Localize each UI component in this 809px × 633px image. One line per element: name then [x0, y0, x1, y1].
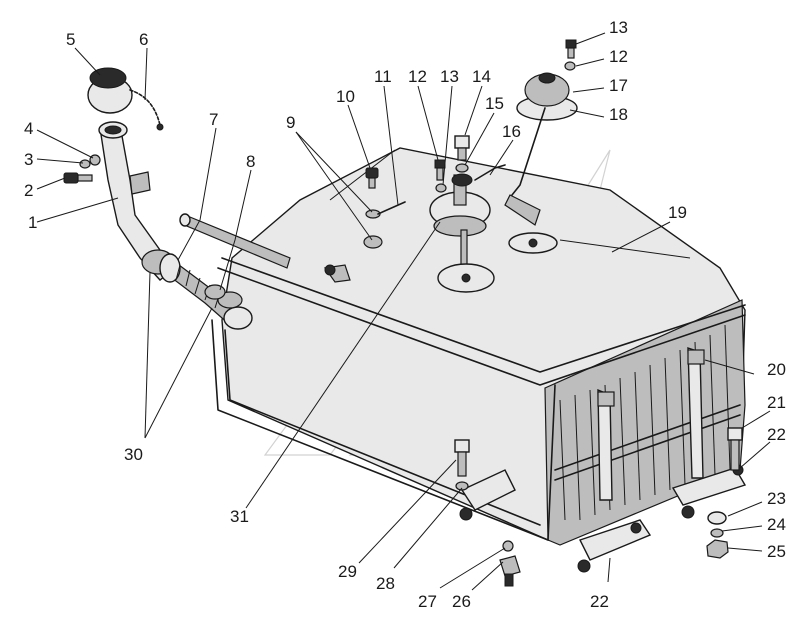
washer-4 — [89, 154, 101, 166]
callout-11: 11 — [374, 67, 392, 86]
washer-9a — [365, 209, 381, 219]
bolt-21 — [727, 427, 743, 471]
washer-23 — [707, 511, 727, 525]
washer-15 — [455, 163, 469, 173]
callout-27: 27 — [418, 592, 437, 611]
callout-20: 20 — [767, 360, 786, 379]
drain-plug-26 — [499, 555, 521, 587]
washer-12b — [564, 61, 576, 71]
bolt-13b — [565, 39, 577, 59]
callout-22-bottom: 22 — [590, 592, 609, 611]
fuel-sender-unit — [429, 173, 495, 293]
callout-2: 2 — [24, 181, 33, 200]
washer-28 — [455, 481, 469, 491]
callout-7: 7 — [209, 110, 218, 129]
callout-4: 4 — [24, 119, 33, 138]
elbow-fitting — [323, 264, 351, 283]
callout-21: 21 — [767, 393, 786, 412]
bracket-22-lower — [577, 519, 652, 573]
callout-labels: 1 2 3 4 5 6 7 8 9 10 11 12 13 14 15 16 1… — [24, 18, 786, 611]
callout-13-upper-left: 13 — [440, 67, 459, 86]
screw-2 — [63, 172, 93, 184]
callout-12-upper-right: 12 — [609, 47, 628, 66]
vent-tube — [179, 213, 291, 269]
callout-5: 5 — [66, 30, 75, 49]
callout-14: 14 — [472, 67, 491, 86]
lever-11 — [377, 201, 406, 215]
callout-30: 30 — [124, 445, 143, 464]
callout-12-upper-left: 12 — [408, 67, 427, 86]
callout-3: 3 — [24, 150, 33, 169]
callout-31: 31 — [230, 507, 249, 526]
callout-16: 16 — [502, 122, 521, 141]
drain-washer-27 — [502, 540, 514, 552]
filler-neck — [98, 121, 176, 281]
filler-cap — [87, 67, 164, 131]
callout-9: 9 — [286, 113, 295, 132]
washer-3 — [79, 159, 91, 169]
washer-24 — [710, 528, 724, 538]
callout-6: 6 — [139, 30, 148, 49]
callout-23: 23 — [767, 489, 786, 508]
callout-22-right: 22 — [767, 425, 786, 444]
callout-17: 17 — [609, 76, 628, 95]
callout-15: 15 — [485, 94, 504, 113]
bracket-front-left — [459, 469, 516, 521]
bolt-10 — [365, 167, 379, 189]
callout-29: 29 — [338, 562, 357, 581]
callout-1: 1 — [28, 213, 37, 232]
leader-lines — [36, 32, 771, 591]
callout-8: 8 — [246, 152, 255, 171]
callout-25: 25 — [767, 542, 786, 561]
callout-18: 18 — [609, 105, 628, 124]
callout-13-upper-right: 13 — [609, 18, 628, 37]
nut-25 — [706, 539, 729, 559]
callout-26: 26 — [452, 592, 471, 611]
washer-12a — [435, 183, 447, 193]
vent-valve — [504, 72, 578, 226]
filler-hose — [159, 253, 253, 330]
strap-front — [597, 388, 615, 501]
callout-28: 28 — [376, 574, 395, 593]
bolt-29 — [454, 439, 470, 477]
mounting-flange — [508, 232, 558, 254]
callout-10: 10 — [336, 87, 355, 106]
callout-19: 19 — [668, 203, 687, 222]
washer-9b — [363, 235, 383, 249]
bolt-14 — [454, 135, 470, 161]
callout-24: 24 — [767, 515, 786, 534]
